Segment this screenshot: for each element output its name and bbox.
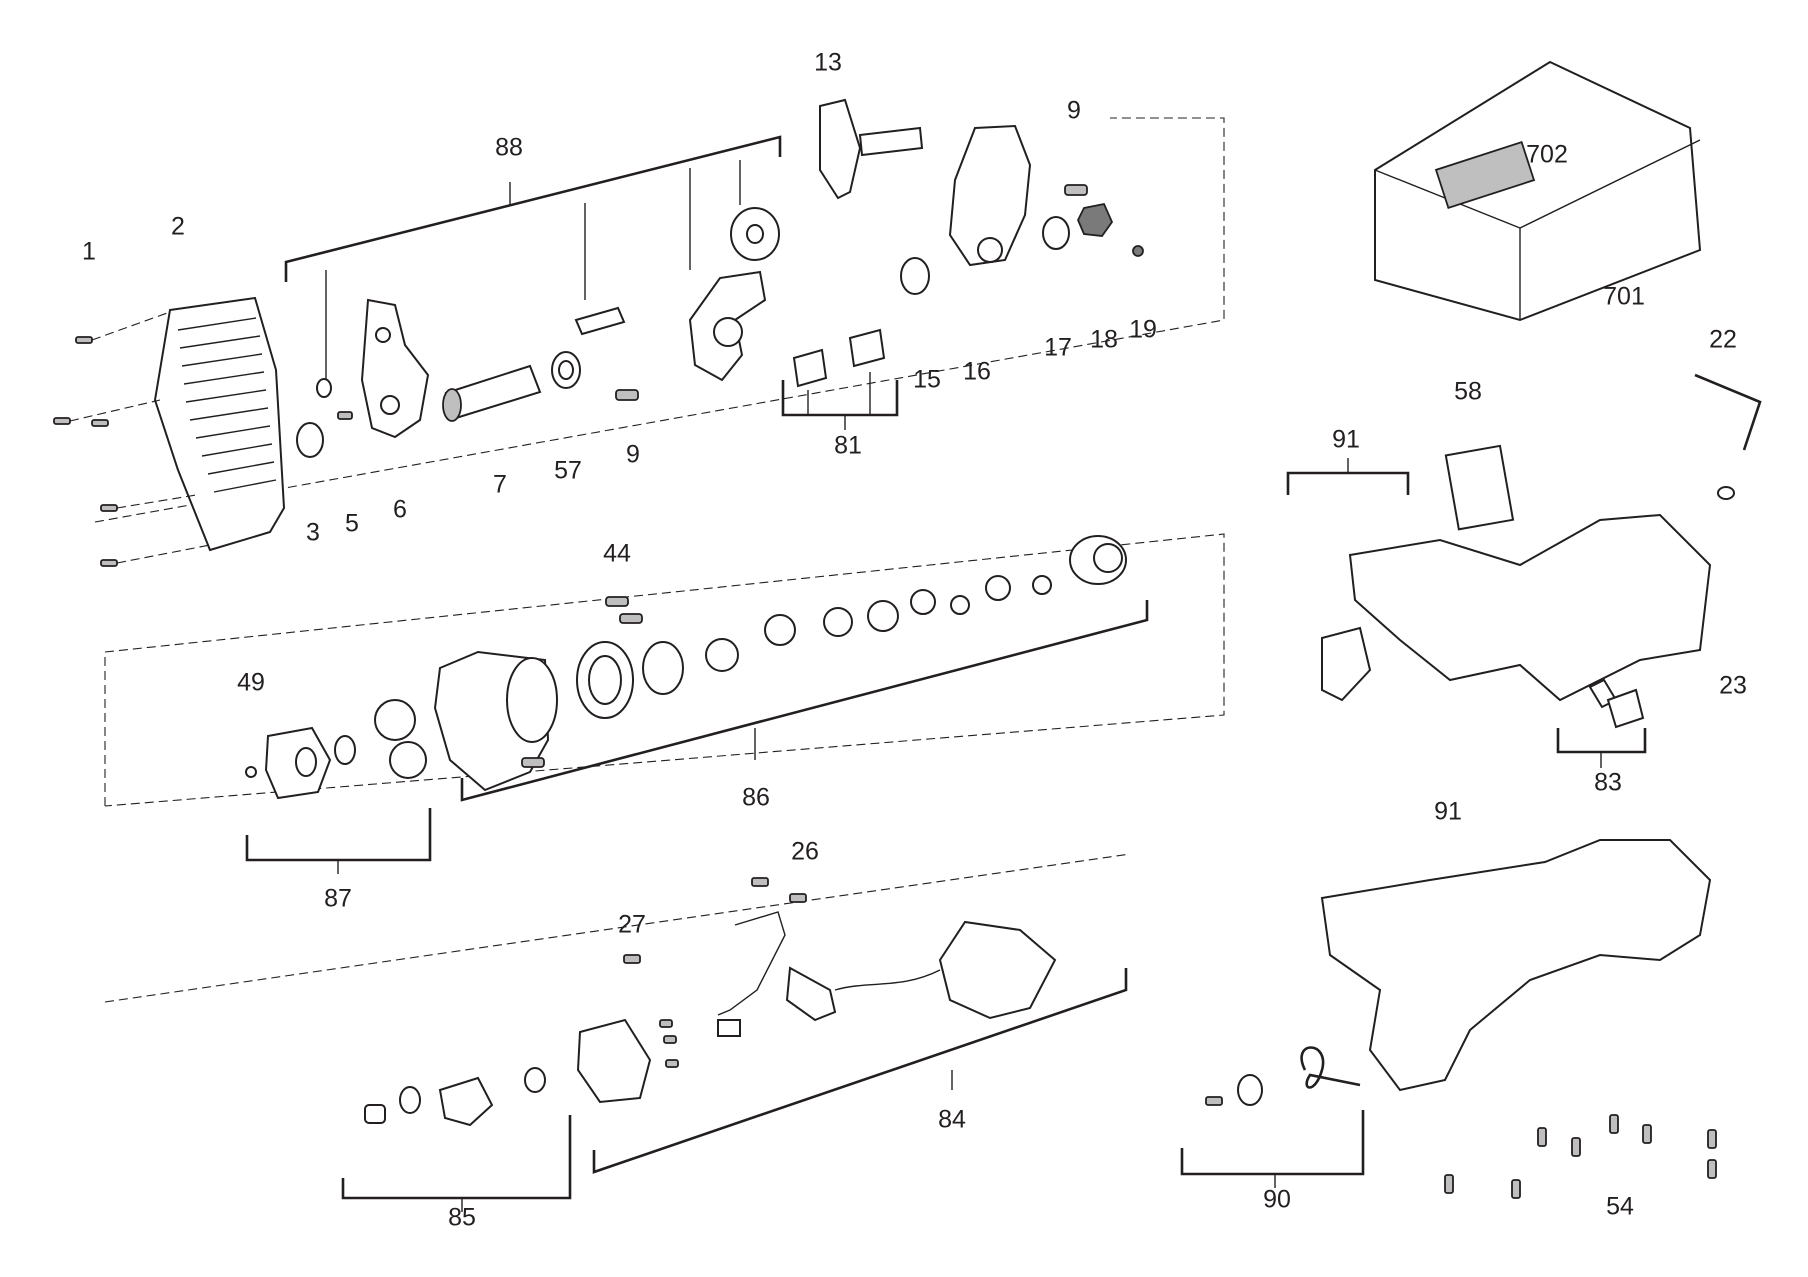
part-90-spring-clip <box>1205 1046 1361 1106</box>
callout-9a: 9 <box>626 440 640 469</box>
part-5-pin <box>337 411 353 420</box>
callout-3: 3 <box>306 518 320 547</box>
callout-58: 58 <box>1454 377 1482 406</box>
callout-16: 16 <box>963 357 991 386</box>
part-54-screws <box>1444 1114 1717 1199</box>
callout-85: 85 <box>448 1203 476 1232</box>
part-small-gear-3 <box>1032 575 1052 595</box>
callout-84: 84 <box>938 1105 966 1134</box>
part-2-cover-plate <box>153 296 286 552</box>
part-44-screws <box>521 596 643 768</box>
part-planet-gears-1 <box>764 614 796 646</box>
callout-5: 5 <box>345 509 359 538</box>
part-small-gear-1 <box>950 595 970 615</box>
part-13-drive-shaft <box>819 98 924 200</box>
part-planet-gears-2 <box>867 600 899 632</box>
part-17-washer <box>1042 216 1070 250</box>
part-6-plate <box>360 298 430 439</box>
part-collar <box>264 726 332 800</box>
part-19-grub-screw <box>1132 245 1144 257</box>
callout-2: 2 <box>171 212 185 241</box>
callout-18: 18 <box>1090 325 1118 354</box>
part-58-label <box>1444 444 1515 531</box>
callout-701: 701 <box>1603 282 1645 311</box>
part-701-702-carry-case <box>1374 60 1702 322</box>
part-16-gear-housing <box>948 124 1032 267</box>
part-9-screw-b <box>1064 184 1088 196</box>
part-91-housing-lower <box>1320 839 1712 1092</box>
callout-1: 1 <box>82 237 96 266</box>
part-9-screw-a <box>615 389 639 401</box>
part-front-bearing-housing <box>1069 535 1127 585</box>
callout-81: 81 <box>834 431 862 460</box>
callout-91b: 91 <box>1434 797 1462 826</box>
callout-57: 57 <box>554 456 582 485</box>
part-7-spindle <box>442 364 542 422</box>
part-bearing-top <box>730 207 780 261</box>
part-clamp-housing <box>688 270 767 382</box>
part-1-screws <box>53 311 211 567</box>
part-84-electronics <box>717 911 1057 1037</box>
part-83-switch <box>1588 678 1645 729</box>
part-81-jaws <box>792 328 886 388</box>
part-23-o-ring <box>1717 486 1735 500</box>
callout-6: 6 <box>393 495 407 524</box>
part-ring-gear <box>576 641 634 719</box>
callout-23: 23 <box>1719 671 1747 700</box>
part-18-nut <box>1077 202 1114 237</box>
callout-7: 7 <box>493 470 507 499</box>
part-gear-case <box>433 650 558 792</box>
part-planet-carrier-2 <box>823 607 853 637</box>
callout-15: 15 <box>913 365 941 394</box>
part-57-washer <box>551 351 581 389</box>
callout-44: 44 <box>603 539 631 568</box>
group-brackets <box>245 135 1647 1212</box>
part-85-motor <box>364 1067 546 1127</box>
part-ring-87 <box>334 735 356 765</box>
part-sun-gear-1 <box>910 589 936 615</box>
callout-17: 17 <box>1044 333 1072 362</box>
callout-54: 54 <box>1606 1192 1634 1221</box>
part-stator <box>576 1018 652 1104</box>
part-pin-dowel <box>574 306 626 336</box>
callout-19: 19 <box>1129 315 1157 344</box>
callout-83: 83 <box>1594 768 1622 797</box>
part-49-ball <box>245 766 257 778</box>
callout-27: 27 <box>618 910 646 939</box>
part-91-housing-upper <box>1321 513 1712 702</box>
part-3-retaining-ring <box>296 378 332 458</box>
part-gears-87 <box>374 699 427 779</box>
callout-22: 22 <box>1709 325 1737 354</box>
callout-88: 88 <box>495 133 523 162</box>
part-small-gear-2 <box>985 575 1011 601</box>
callout-13: 13 <box>814 48 842 77</box>
part-22-hex-key <box>1694 373 1762 451</box>
part-15-o-ring <box>900 257 930 295</box>
part-planet-carrier-1 <box>705 638 739 672</box>
group-boundaries <box>94 117 1225 1003</box>
callout-86: 86 <box>742 783 770 812</box>
part-bushing <box>642 641 684 695</box>
callout-87: 87 <box>324 884 352 913</box>
callout-91a: 91 <box>1332 425 1360 454</box>
callout-702: 702 <box>1526 140 1568 169</box>
part-26-27-screws <box>623 877 807 1068</box>
callout-90: 90 <box>1263 1185 1291 1214</box>
callout-49: 49 <box>237 668 265 697</box>
callout-9b: 9 <box>1067 96 1081 125</box>
callout-26: 26 <box>791 837 819 866</box>
